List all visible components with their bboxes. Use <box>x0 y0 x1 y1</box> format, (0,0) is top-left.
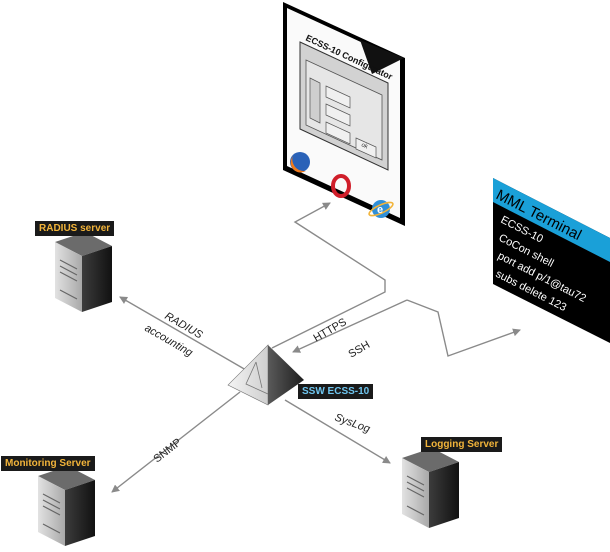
syslog-link <box>284 399 391 464</box>
ssw-pyramid-icon <box>227 344 304 406</box>
ssw-tag: SSW ECSS-10 <box>298 384 374 399</box>
terminal-link <box>406 299 521 357</box>
radius-server-icon <box>55 232 112 312</box>
radius-link <box>119 296 247 371</box>
ssh-link <box>292 299 408 353</box>
ssh-label: SSH <box>347 339 373 361</box>
opera-icon <box>331 174 351 198</box>
configurator-document: e ECSS-10 Configurator ok <box>283 2 405 226</box>
configurator-ok-label: ok <box>360 142 369 151</box>
mml-terminal: MML Terminal ECSS-10 CoCon shell port ad… <box>493 178 610 343</box>
connection-lines <box>111 202 521 493</box>
https-link <box>271 202 386 349</box>
monitoring-server-icon <box>38 466 95 546</box>
logging-server-icon <box>402 448 459 528</box>
svg-text:e: e <box>377 204 383 216</box>
snmp-label: SNMP <box>151 436 183 465</box>
snmp-link <box>111 391 241 493</box>
logging-server-tag: Logging Server <box>421 437 503 452</box>
radius-server-tag: RADIUS server <box>35 221 115 236</box>
firefox-icon <box>290 152 310 173</box>
internet-explorer-icon: e <box>368 200 394 218</box>
https-label: HTTPS <box>312 316 349 344</box>
monitoring-server-tag: Monitoring Server <box>1 456 95 471</box>
